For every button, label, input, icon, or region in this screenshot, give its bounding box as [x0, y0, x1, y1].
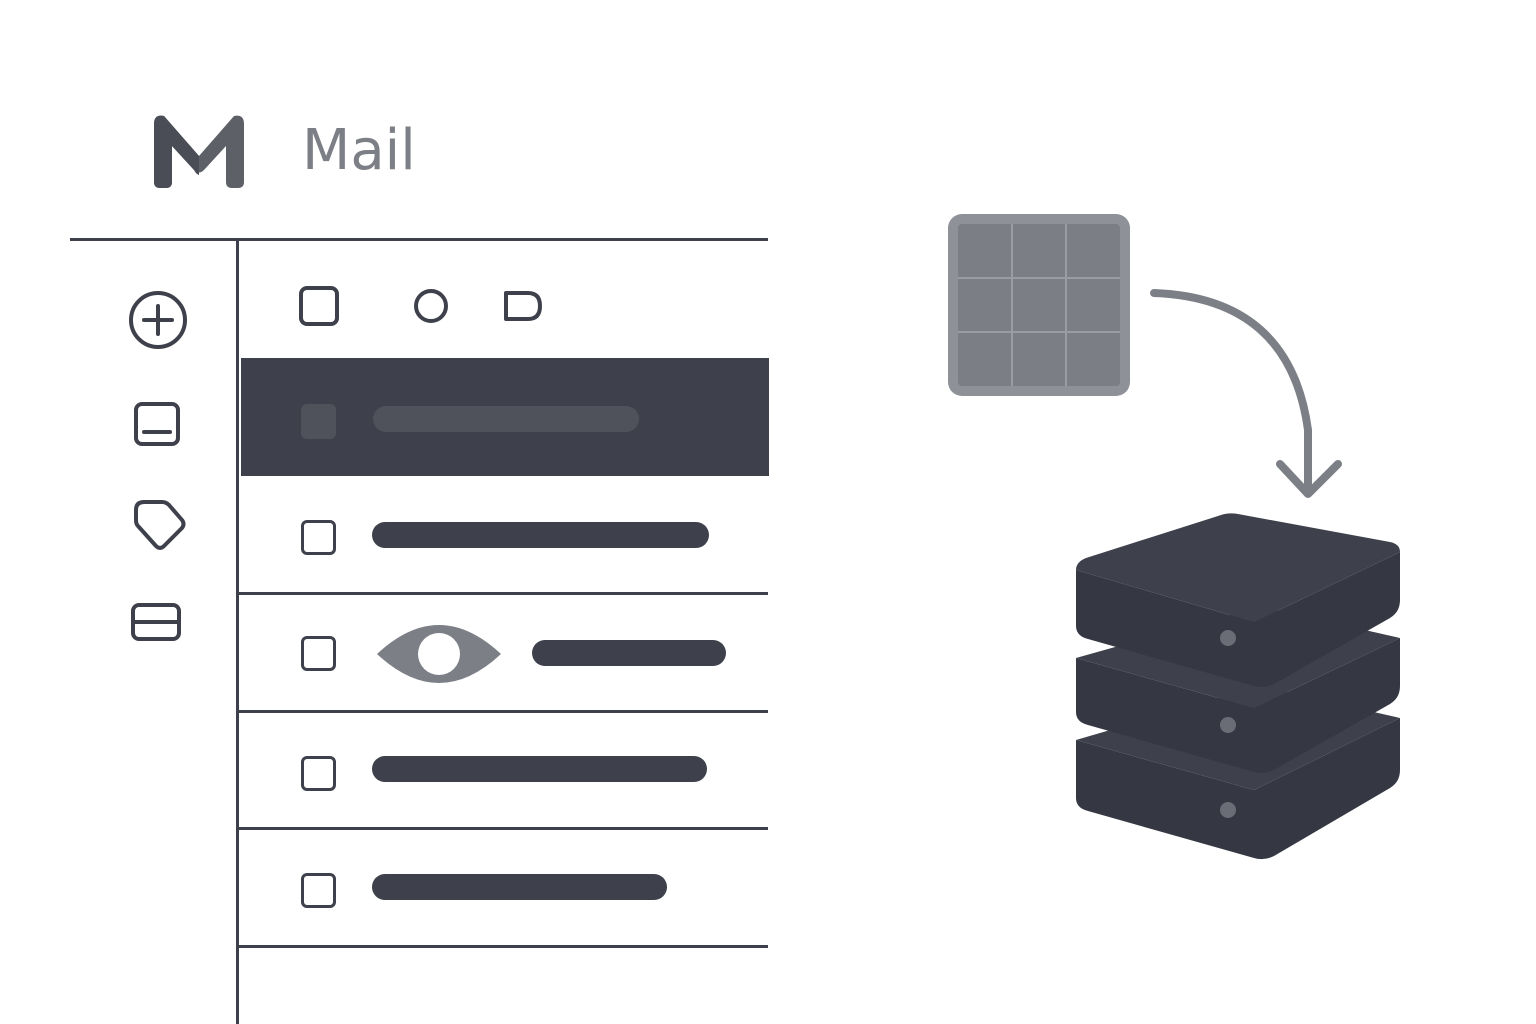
- card-folder-icon[interactable]: [126, 592, 190, 656]
- compose-plus-icon[interactable]: [126, 288, 190, 352]
- circle-icon[interactable]: [410, 285, 452, 327]
- message-subject-placeholder: [373, 406, 639, 432]
- app-title: Mail: [302, 118, 416, 183]
- curved-arrow-down-icon: [1150, 289, 1342, 498]
- message-row[interactable]: [241, 831, 769, 945]
- row-divider: [239, 592, 768, 595]
- eye-icon: [377, 625, 501, 683]
- m-logo-icon[interactable]: [146, 112, 252, 190]
- header-divider: [70, 238, 768, 241]
- message-subject-placeholder: [372, 874, 667, 900]
- message-row[interactable]: [241, 714, 769, 828]
- row-checkbox[interactable]: [301, 873, 336, 908]
- row-divider: [239, 827, 768, 830]
- label-tag-icon[interactable]: [126, 494, 190, 558]
- row-checkbox[interactable]: [301, 636, 336, 671]
- message-subject-placeholder: [372, 522, 709, 548]
- message-row[interactable]: [241, 480, 769, 594]
- message-row[interactable]: [241, 596, 769, 710]
- server-stack-icon: [1076, 513, 1400, 860]
- message-subject-placeholder: [532, 640, 726, 666]
- row-checkbox[interactable]: [301, 756, 336, 791]
- label-outline-icon[interactable]: [502, 285, 544, 327]
- grid-block-icon: [948, 214, 1130, 396]
- inbox-tray-icon[interactable]: [126, 392, 190, 456]
- row-divider: [239, 710, 768, 713]
- row-checkbox[interactable]: [301, 520, 336, 555]
- row-checkbox[interactable]: [301, 404, 336, 439]
- message-row-selected[interactable]: [241, 358, 769, 476]
- message-subject-placeholder: [372, 756, 707, 782]
- select-all-checkbox-icon[interactable]: [298, 285, 340, 327]
- sidebar-divider: [236, 240, 239, 1024]
- row-divider: [239, 945, 768, 948]
